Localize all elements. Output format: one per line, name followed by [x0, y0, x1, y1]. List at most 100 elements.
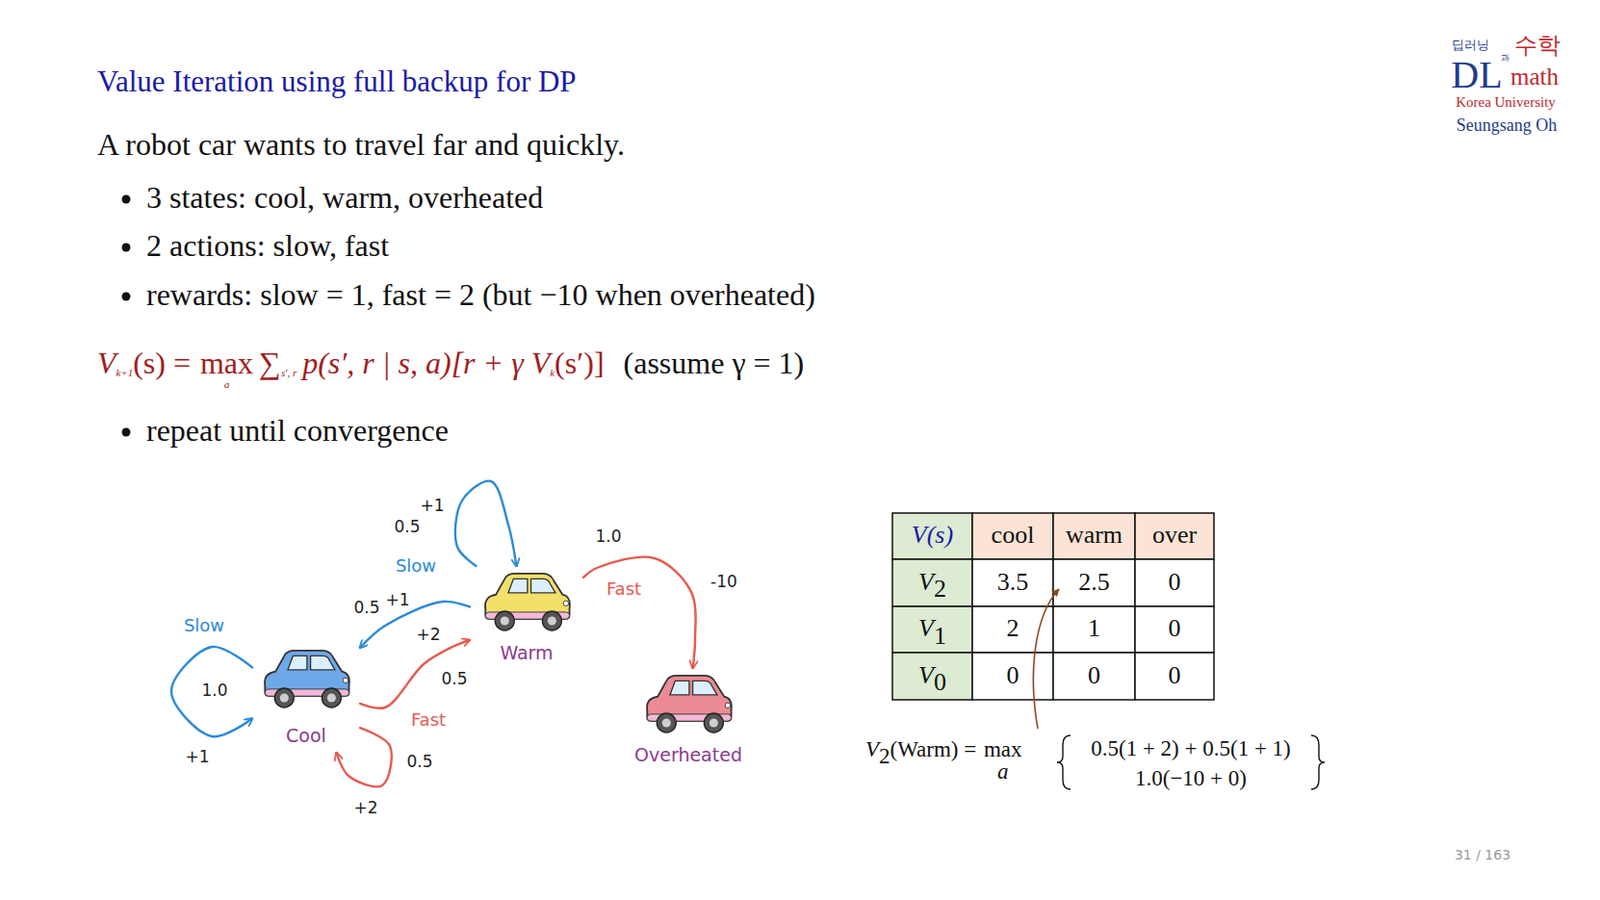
- formula-part: ∑: [258, 345, 282, 382]
- table-value: 0: [1087, 661, 1101, 691]
- action-label: Fast: [409, 710, 448, 731]
- logo-text: math: [1510, 63, 1559, 92]
- operator-stack: maxa: [200, 345, 254, 390]
- state-car: Cool: [252, 637, 361, 753]
- table-value: 2: [1006, 614, 1020, 644]
- table-cell-box: [972, 652, 1054, 700]
- logo-author: Seungsang Oh: [1456, 115, 1558, 136]
- transition-arrow: [171, 646, 253, 737]
- table-cell-box: [892, 513, 973, 560]
- table-cell: 3.5: [972, 567, 1054, 599]
- body-text: 2 actions: slow, fast: [146, 228, 389, 264]
- table-value: 0: [1168, 567, 1182, 597]
- connector-layer: [171, 481, 697, 788]
- transition-number: 0.5: [391, 517, 422, 538]
- right-brace: [1311, 735, 1325, 790]
- table-value: 0: [1168, 661, 1182, 691]
- formula-part: s′, r: [281, 366, 297, 380]
- transition-arrow: [455, 481, 517, 567]
- table-cell: over: [1135, 520, 1214, 552]
- table-cell-box: [1053, 652, 1136, 700]
- table-cell-box: [972, 606, 1054, 653]
- table-cell: V1: [892, 614, 973, 646]
- formula-part: k: [549, 366, 555, 380]
- table-cell: 2.5: [1053, 567, 1136, 599]
- state-car: Overheated: [616, 668, 761, 773]
- body-text: A robot car wants to travel far and quic…: [97, 127, 625, 163]
- formula-part: (s′)]: [554, 345, 604, 382]
- state-name: Overheated: [634, 745, 743, 767]
- transition-arrow: [360, 640, 470, 709]
- table-cell-box: [892, 606, 973, 653]
- left-brace: [1057, 735, 1071, 790]
- page-number: 31 / 163: [1454, 847, 1511, 863]
- table-value: warm: [1065, 520, 1123, 550]
- table-cell-box: [972, 513, 1054, 560]
- body-text: 3 states: cool, warm, overheated: [146, 180, 543, 216]
- table-value: V: [918, 614, 934, 644]
- transition-number: -10: [708, 572, 740, 593]
- table-cell-box: [1053, 559, 1136, 607]
- table-value: V: [918, 661, 934, 691]
- formula-part: V: [97, 345, 117, 382]
- table-cell: V0: [892, 661, 973, 693]
- table-cell-box: [1135, 513, 1214, 560]
- logo-text: Korea University: [1455, 94, 1556, 111]
- body-text: rewards: slow = 1, fast = 2 (but −10 whe…: [146, 277, 816, 313]
- table-cell-box: [1053, 606, 1136, 653]
- logo-text: 딥러닝: [1451, 38, 1490, 53]
- table-header: V(s): [911, 520, 954, 550]
- table-cell-box: [1135, 559, 1214, 607]
- operator-stack: maxa: [983, 737, 1023, 783]
- table-value: 1: [1087, 614, 1101, 644]
- car-illustration: [640, 668, 737, 740]
- table-cell: warm: [1053, 520, 1136, 552]
- table-value: 0: [1168, 614, 1182, 644]
- table-value: cool: [991, 520, 1035, 550]
- formula-part: V: [865, 737, 879, 763]
- table-cell: 0: [972, 661, 1054, 693]
- action-label: Slow: [393, 556, 439, 577]
- transition-number: 1.0: [199, 681, 230, 701]
- table-cell: 2: [972, 614, 1054, 646]
- transition-arrow: [335, 727, 391, 787]
- transition-arrow: [583, 557, 697, 669]
- table-cell: 0: [1135, 614, 1214, 646]
- slide-title: Value Iteration using full backup for DP: [97, 64, 577, 100]
- state-name: Cool: [285, 725, 327, 748]
- value-table: [892, 513, 1214, 700]
- table-cell-box: [1135, 606, 1214, 653]
- body-text: repeat until convergence: [146, 412, 449, 449]
- table-value: 0: [1006, 661, 1020, 691]
- table-value: 1: [933, 621, 947, 651]
- table-value: over: [1152, 520, 1197, 550]
- table-cell: 0: [1135, 567, 1214, 599]
- table-value: 3.5: [997, 567, 1030, 597]
- formula-part: a: [997, 761, 1009, 784]
- table-cell-box: [1135, 652, 1214, 700]
- table-cell: V2: [892, 567, 973, 599]
- transition-number: +2: [351, 799, 380, 819]
- transition-number: +1: [417, 496, 446, 517]
- formula-part: a: [224, 379, 231, 390]
- table-cell-box: [1053, 513, 1136, 560]
- formula-part: k+1: [116, 366, 134, 380]
- car-illustration: [478, 566, 575, 638]
- transition-number: +1: [182, 748, 211, 768]
- formula-line: V2(Warm) = maxa: [865, 737, 1029, 783]
- transition-number: 0.5: [438, 670, 469, 690]
- table-cell-box: [972, 559, 1054, 607]
- action-label: Slow: [181, 616, 227, 637]
- formula-part: p(s′, r | s, a)[r + γ V: [302, 345, 550, 382]
- leader-arrow: [1032, 589, 1059, 729]
- table-value: 2.5: [1078, 567, 1110, 597]
- transition-number: +2: [413, 625, 442, 646]
- table-cell: cool: [972, 520, 1054, 552]
- table-cell-box: [892, 652, 973, 700]
- logo-text: DL: [1450, 52, 1502, 98]
- formula-note: (assume γ = 1): [623, 345, 805, 382]
- formula-part: 0.5(1 + 2) + 0.5(1 + 1): [1090, 736, 1291, 762]
- car-illustration: [258, 637, 355, 721]
- formula-part: (Warm) =: [890, 737, 982, 763]
